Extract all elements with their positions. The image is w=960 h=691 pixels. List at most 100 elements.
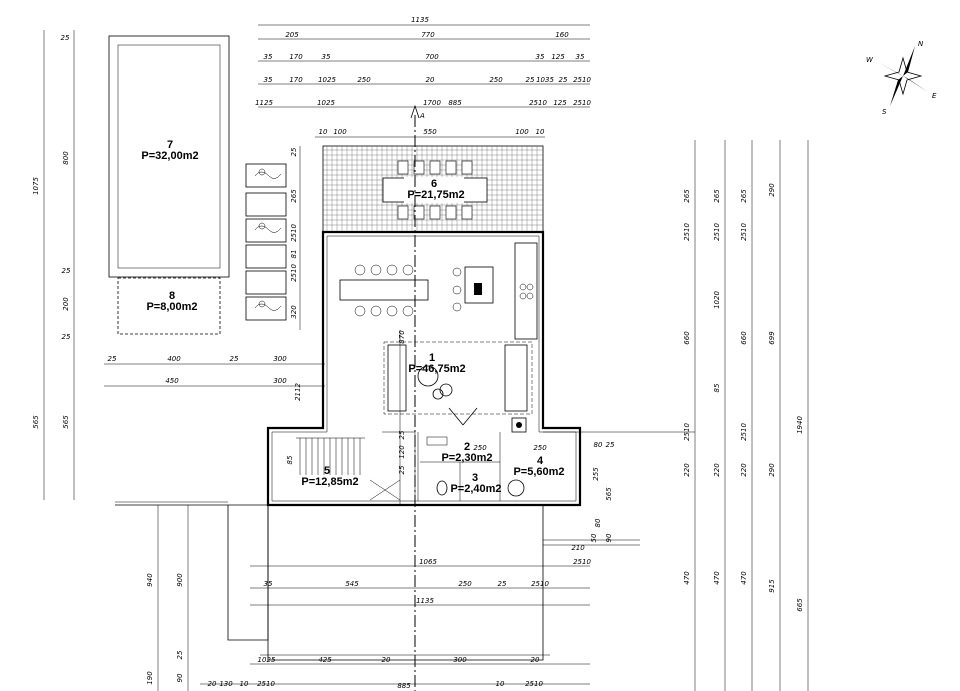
dim-label: 125: [553, 99, 567, 107]
dim-label: 25: [108, 355, 117, 363]
room-5-area: P=12,85m2: [301, 476, 358, 488]
dim-label: 35: [536, 53, 545, 61]
dim-label: 770: [421, 31, 435, 39]
dim-label: 25: [398, 465, 406, 474]
dim-label: 10: [496, 680, 505, 688]
dim-label: 660: [740, 331, 748, 345]
dim-label: 2510: [713, 223, 721, 241]
dim-label: 2510: [531, 580, 549, 588]
dim-label: 35: [264, 580, 273, 588]
dim-label: 25: [559, 76, 568, 84]
dim-label: 170: [289, 53, 303, 61]
dim-label: 915: [768, 579, 776, 593]
room-2-number: 2: [464, 441, 470, 453]
room-6-number: 6: [431, 178, 437, 190]
dim-label: 2112: [294, 383, 302, 401]
dim-label: 25: [176, 650, 184, 659]
dim-label: 265: [290, 189, 298, 203]
dim-label: 250: [357, 76, 371, 84]
dim-label: 2510: [573, 76, 591, 84]
dim-label: 81: [290, 250, 298, 259]
dim-label: 20: [208, 680, 217, 688]
dim-label: 10: [536, 128, 545, 136]
dim-label: 170: [289, 76, 303, 84]
dim-label: 10: [319, 128, 328, 136]
dim-label: 300: [273, 355, 287, 363]
dim-label: 220: [740, 463, 748, 477]
dim-label: 300: [453, 656, 467, 664]
dim-label: 940: [146, 573, 154, 587]
dimension-lines-top: 1135 205 770 160 35 170 35 700 35 125 35…: [255, 16, 591, 138]
dim-label: 545: [345, 580, 359, 588]
dim-label: 220: [683, 463, 691, 477]
dim-label: 1075: [32, 177, 40, 195]
dim-label: 565: [62, 415, 70, 429]
dim-label: 250: [489, 76, 503, 84]
room-8-area: P=8,00m2: [146, 301, 197, 313]
pool-area: 7 P=32,00m2 8 P=8,00m2: [108, 35, 230, 335]
dim-label: 25: [230, 355, 239, 363]
dim-label: 190: [146, 671, 154, 685]
dim-label: 470: [713, 571, 721, 585]
dim-label: 2510: [529, 99, 547, 107]
dim-label: 50: [590, 533, 598, 542]
dim-label: 25: [526, 76, 535, 84]
dim-label: 2510: [740, 423, 748, 441]
dim-label: 2510: [525, 680, 543, 688]
dim-label: 1940: [796, 416, 804, 434]
dim-label: 290: [768, 463, 776, 477]
dim-label: 210: [571, 544, 585, 552]
room-7-number: 7: [167, 139, 173, 151]
dimension-lines-right: 265 2510 660 2510 220 265 2510 1020 85 2…: [543, 140, 809, 691]
living-furniture: 1 P=46,75m2: [339, 242, 538, 433]
dim-label: 470: [683, 571, 691, 585]
room-1-number: 1: [429, 352, 435, 364]
sun-loungers: [245, 163, 287, 321]
dim-label: 125: [551, 53, 565, 61]
dimension-lines-inner: 25 265 2510 81 2510 320 870 2112 25 120 …: [286, 146, 615, 505]
dim-label: 300: [273, 377, 287, 385]
dim-label: 2510: [257, 680, 275, 688]
stairs: 5 P=12,85m2: [296, 437, 401, 501]
section-axis: A: [410, 104, 425, 691]
dim-label: 2510: [740, 223, 748, 241]
dim-label: 200: [62, 297, 70, 311]
room-3-area: P=2,40m2: [450, 483, 501, 495]
dim-label: 220: [713, 463, 721, 477]
dim-label: 130: [219, 680, 233, 688]
room-6-area: P=21,75m2: [407, 189, 464, 201]
dim-label: 35: [576, 53, 585, 61]
room-8-number: 8: [169, 290, 175, 302]
dim-label: 2510: [683, 423, 691, 441]
dim-label: 2510: [290, 264, 298, 282]
dim-label: 10: [240, 680, 249, 688]
dim-label: 10: [258, 656, 267, 664]
dim-label: 25: [498, 580, 507, 588]
dim-label: 205: [285, 31, 299, 39]
dim-label: 1125: [255, 99, 273, 107]
dim-label: 425: [318, 656, 332, 664]
dim-label: 25: [267, 656, 276, 664]
section-marker-label: A: [419, 112, 425, 120]
dim-label: 870: [398, 330, 406, 344]
dim-label: 550: [423, 128, 437, 136]
dim-label: 20: [531, 656, 540, 664]
lower-terrace: [115, 501, 640, 661]
dim-label: 800: [62, 151, 70, 165]
dim-label: 470: [740, 571, 748, 585]
dim-label: 320: [290, 305, 298, 319]
dim-label: 120: [398, 445, 406, 459]
dim-label: 265: [683, 189, 691, 203]
dim-label: 25: [606, 441, 615, 449]
room-1-area: P=46,75m2: [408, 363, 465, 375]
dim-label: 25: [398, 430, 406, 439]
dim-label: 565: [605, 487, 613, 501]
dim-top-total: 1135: [411, 16, 429, 24]
dim-label: 2510: [573, 99, 591, 107]
dim-label: 25: [61, 34, 70, 42]
dim-label: 450: [165, 377, 179, 385]
dim-label: 660: [683, 331, 691, 345]
dim-label: 290: [768, 183, 776, 197]
dim-label: 250: [533, 444, 547, 452]
